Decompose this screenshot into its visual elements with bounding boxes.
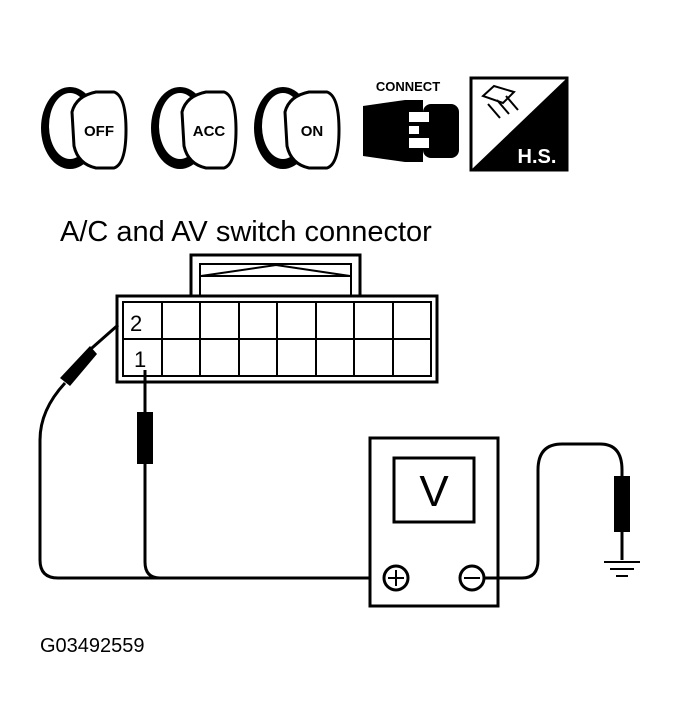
hs-icon: H.S. (469, 76, 569, 172)
key-off-icon: OFF (41, 87, 128, 170)
probe-pin-2 (38, 323, 385, 580)
pin-2-label: 2 (130, 311, 142, 336)
meter-letter: V (419, 467, 449, 516)
voltmeter: V (368, 436, 500, 608)
key-on-label: ON (301, 123, 324, 140)
pin-1-label: 1 (134, 347, 146, 372)
diagram-title: A/C and AV switch connector (60, 216, 432, 248)
ground-lead (484, 442, 640, 580)
key-off-label: OFF (84, 123, 114, 140)
key-on-icon: ON (254, 87, 341, 170)
ground-icon (604, 561, 640, 577)
connect-label: CONNECT (376, 79, 440, 94)
probe-pin-1 (137, 370, 161, 580)
key-acc-label: ACC (193, 123, 226, 140)
connect-icon: CONNECT (363, 79, 459, 162)
figure-code: G03492559 (40, 635, 145, 657)
hs-label: H.S. (518, 146, 557, 168)
switch-connector: 2 1 (115, 253, 439, 384)
key-acc-icon: ACC (151, 87, 238, 170)
